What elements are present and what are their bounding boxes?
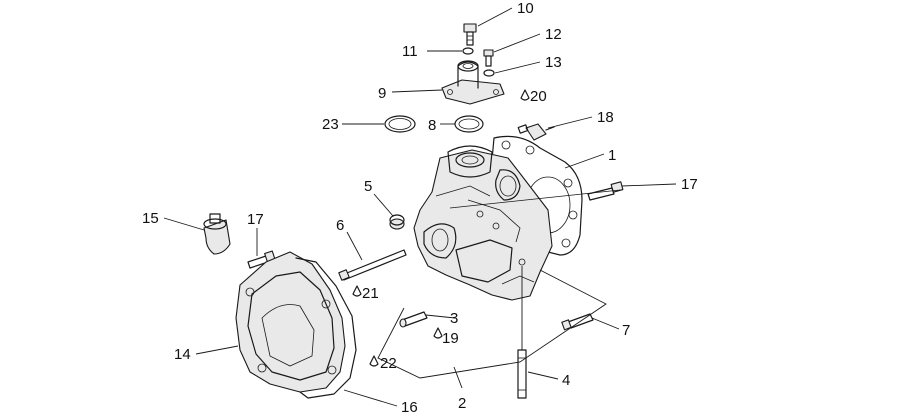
part-drop-22 bbox=[369, 355, 379, 367]
part-oring-23 bbox=[384, 115, 416, 133]
label-2: 2 bbox=[458, 395, 466, 412]
label-13: 13 bbox=[545, 54, 562, 71]
callout-labels: 10 11 12 13 9 20 23 8 18 1 17 5 15 17 6 … bbox=[142, 0, 698, 416]
part-valve-cover-14 bbox=[235, 251, 346, 393]
part-sensor-18 bbox=[517, 123, 555, 141]
part-gasket-1 bbox=[491, 135, 583, 256]
part-stud-4 bbox=[517, 349, 527, 399]
part-drop-21 bbox=[352, 285, 362, 297]
part-cap-15 bbox=[203, 213, 231, 255]
part-bolt-10 bbox=[463, 23, 477, 46]
label-21: 21 bbox=[362, 285, 379, 302]
label-12: 12 bbox=[545, 26, 562, 43]
part-gasket-8 bbox=[454, 115, 484, 133]
label-11: 11 bbox=[402, 43, 418, 60]
label-20: 20 bbox=[530, 88, 547, 105]
label-10: 10 bbox=[517, 0, 534, 17]
label-4: 4 bbox=[562, 372, 570, 389]
part-housing-9 bbox=[441, 60, 505, 105]
label-15: 15 bbox=[142, 210, 159, 227]
label-23: 23 bbox=[322, 116, 339, 133]
part-bolt-17-right bbox=[587, 181, 624, 201]
label-8: 8 bbox=[428, 117, 436, 134]
part-washer-13 bbox=[483, 69, 495, 77]
label-9: 9 bbox=[378, 85, 386, 102]
label-14: 14 bbox=[174, 346, 191, 363]
label-1: 1 bbox=[608, 147, 616, 164]
label-22: 22 bbox=[380, 355, 397, 372]
part-bolt-7 bbox=[561, 313, 594, 331]
label-17-left: 17 bbox=[247, 211, 264, 228]
leader-lines bbox=[163, 7, 677, 407]
part-stud-3 bbox=[399, 311, 428, 328]
label-18: 18 bbox=[597, 109, 614, 126]
label-7: 7 bbox=[622, 322, 630, 339]
part-cover-gasket-16 bbox=[295, 257, 357, 399]
part-cylinder-head-body bbox=[413, 145, 553, 301]
part-spacer-5 bbox=[389, 214, 405, 230]
label-17-right: 17 bbox=[681, 176, 698, 193]
label-3: 3 bbox=[450, 310, 458, 327]
part-washer-11 bbox=[462, 47, 474, 55]
part-stud-6 bbox=[338, 249, 407, 281]
label-19: 19 bbox=[442, 330, 459, 347]
label-5: 5 bbox=[364, 178, 372, 195]
assembly-bracket-2 bbox=[377, 269, 607, 379]
label-6: 6 bbox=[336, 217, 344, 234]
part-bolt-12 bbox=[483, 49, 494, 67]
part-drop-19 bbox=[433, 327, 443, 339]
label-16: 16 bbox=[401, 399, 418, 416]
part-drop-20 bbox=[520, 89, 530, 101]
